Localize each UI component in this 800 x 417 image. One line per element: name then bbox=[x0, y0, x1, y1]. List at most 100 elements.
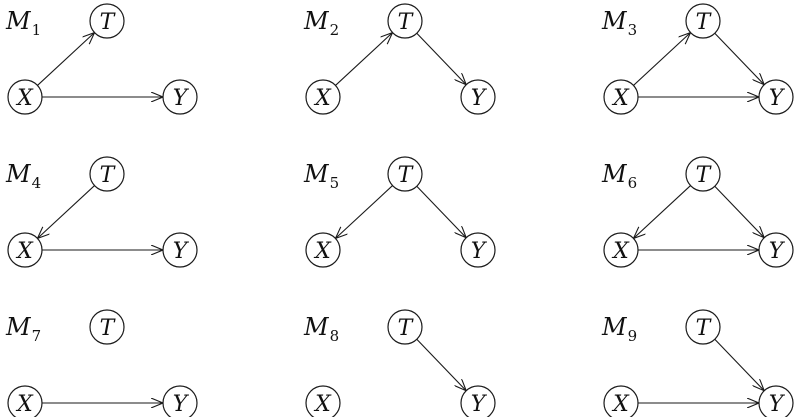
node-circle bbox=[685, 309, 721, 345]
node-circle bbox=[7, 79, 43, 115]
node-circle bbox=[7, 232, 43, 268]
model-letter: M bbox=[5, 313, 32, 341]
edge-x-to-t bbox=[37, 33, 93, 86]
model-label: M9 bbox=[601, 313, 637, 345]
edge-x-to-t bbox=[633, 33, 689, 86]
node-circle bbox=[387, 309, 423, 345]
node-label: X bbox=[15, 239, 34, 264]
node-label: Y bbox=[173, 392, 190, 417]
model-label: M1 bbox=[5, 7, 41, 39]
node-label: T bbox=[398, 163, 415, 188]
node-circle bbox=[89, 156, 125, 192]
edge-t-to-x bbox=[634, 185, 691, 238]
model-label: M7 bbox=[5, 313, 41, 345]
edge-x-to-t bbox=[335, 33, 391, 86]
model-subscript: 9 bbox=[628, 327, 638, 345]
model-letter: M bbox=[5, 7, 32, 35]
node-circle bbox=[89, 309, 125, 345]
model-panel: M8 T X Y bbox=[303, 309, 496, 417]
node-label: T bbox=[100, 10, 117, 35]
node-t: T bbox=[89, 156, 125, 192]
node-y: Y bbox=[460, 79, 496, 115]
node-circle bbox=[162, 385, 198, 417]
model-label: M5 bbox=[303, 160, 339, 192]
model-letter: M bbox=[303, 313, 330, 341]
node-circle bbox=[685, 156, 721, 192]
edge-t-to-y bbox=[714, 32, 764, 84]
node-circle bbox=[89, 3, 125, 39]
model-label: M4 bbox=[5, 160, 41, 192]
node-x: X bbox=[305, 79, 341, 115]
node-y: Y bbox=[162, 79, 198, 115]
node-label: T bbox=[696, 10, 713, 35]
node-label: T bbox=[398, 316, 415, 341]
node-label: X bbox=[15, 392, 34, 417]
node-x: X bbox=[305, 385, 341, 417]
node-y: Y bbox=[758, 232, 794, 268]
node-label: Y bbox=[471, 86, 488, 111]
model-panel: M3 T X Y bbox=[601, 3, 794, 115]
model-subscript: 4 bbox=[32, 174, 42, 192]
node-label: X bbox=[611, 392, 630, 417]
edge-t-to-x bbox=[336, 185, 393, 238]
node-label: Y bbox=[471, 392, 488, 417]
model-letter: M bbox=[601, 160, 628, 188]
node-y: Y bbox=[460, 385, 496, 417]
node-circle bbox=[603, 79, 639, 115]
node-label: T bbox=[696, 316, 713, 341]
node-circle bbox=[387, 156, 423, 192]
node-label: Y bbox=[471, 239, 488, 264]
node-circle bbox=[603, 385, 639, 417]
edge-t-to-x bbox=[38, 185, 95, 238]
edge-t-to-y bbox=[416, 185, 466, 237]
node-t: T bbox=[685, 156, 721, 192]
node-x: X bbox=[603, 79, 639, 115]
node-label: T bbox=[398, 10, 415, 35]
node-t: T bbox=[89, 309, 125, 345]
node-label: X bbox=[313, 86, 332, 111]
node-t: T bbox=[685, 3, 721, 39]
node-label: X bbox=[313, 239, 332, 264]
model-subscript: 6 bbox=[628, 174, 638, 192]
model-subscript: 5 bbox=[330, 174, 340, 192]
node-y: Y bbox=[460, 232, 496, 268]
node-t: T bbox=[685, 309, 721, 345]
model-letter: M bbox=[601, 7, 628, 35]
node-circle bbox=[305, 232, 341, 268]
node-circle bbox=[305, 79, 341, 115]
node-x: X bbox=[603, 385, 639, 417]
model-label: M3 bbox=[601, 7, 637, 39]
model-panel: M2 T X Y bbox=[303, 3, 496, 115]
node-x: X bbox=[7, 79, 43, 115]
model-panel: M4 T X Y bbox=[5, 156, 198, 268]
node-label: Y bbox=[173, 239, 190, 264]
model-subscript: 1 bbox=[32, 21, 42, 39]
node-circle bbox=[758, 232, 794, 268]
node-circle bbox=[460, 79, 496, 115]
model-label: M8 bbox=[303, 313, 339, 345]
node-t: T bbox=[387, 3, 423, 39]
node-x: X bbox=[305, 232, 341, 268]
node-label: T bbox=[696, 163, 713, 188]
model-letter: M bbox=[601, 313, 628, 341]
model-subscript: 8 bbox=[330, 327, 340, 345]
node-y: Y bbox=[162, 385, 198, 417]
model-label: M2 bbox=[303, 7, 339, 39]
node-label: Y bbox=[173, 86, 190, 111]
node-label: Y bbox=[769, 86, 786, 111]
edge-t-to-y bbox=[416, 32, 466, 84]
node-circle bbox=[162, 79, 198, 115]
node-x: X bbox=[603, 232, 639, 268]
node-label: T bbox=[100, 163, 117, 188]
node-label: X bbox=[313, 392, 332, 417]
node-circle bbox=[387, 3, 423, 39]
node-circle bbox=[305, 385, 341, 417]
model-panel: M7 T X Y bbox=[5, 309, 198, 417]
node-x: X bbox=[7, 232, 43, 268]
node-label: Y bbox=[769, 392, 786, 417]
model-panel: M1 T X Y bbox=[5, 3, 198, 115]
node-y: Y bbox=[758, 79, 794, 115]
node-circle bbox=[162, 232, 198, 268]
